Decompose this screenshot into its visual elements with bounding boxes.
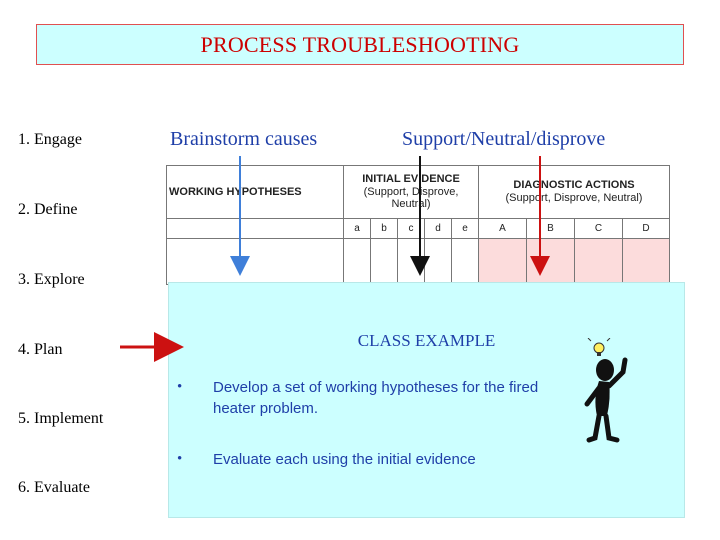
step-define: 2. Define xyxy=(18,201,78,218)
table-body-cell xyxy=(479,239,527,285)
action-col-C: C xyxy=(575,219,623,239)
col-working-hypotheses: WORKING HYPOTHESES xyxy=(166,165,344,219)
bullet-text-2: Evaluate each using the initial evidence xyxy=(213,451,476,468)
heading-support: Support/Neutral/disprove xyxy=(402,128,606,150)
step-implement: 5. Implement xyxy=(18,410,104,427)
class-example-panel: CLASS EXAMPLE • Develop a set of working… xyxy=(168,282,685,518)
diagnostic-actions-label: DIAGNOSTIC ACTIONS xyxy=(513,179,635,192)
title-banner: PROCESS TROUBLESHOOTING xyxy=(36,24,684,65)
evidence-col-b: b xyxy=(371,219,398,239)
panel-title: CLASS EXAMPLE xyxy=(357,331,496,350)
evidence-col-a: a xyxy=(344,219,371,239)
heading-brainstorm: Brainstorm causes xyxy=(170,128,318,150)
step-plan: 4. Plan xyxy=(18,341,63,358)
action-col-B: B xyxy=(527,219,575,239)
thinking-figure-icon xyxy=(584,338,628,443)
step-evaluate: 6. Evaluate xyxy=(18,479,90,496)
page-title: PROCESS TROUBLESHOOTING xyxy=(200,31,520,57)
bullet-marker: • xyxy=(177,451,183,467)
bullet-text-1: Develop a set of working hypotheses for … xyxy=(213,379,539,417)
working-hypotheses-subheader xyxy=(166,219,344,239)
action-col-A: A xyxy=(479,219,527,239)
bullet-marker: • xyxy=(177,379,183,395)
evidence-col-c: c xyxy=(398,219,425,239)
step-explore: 3. Explore xyxy=(18,271,85,288)
initial-evidence-label: INITIAL EVIDENCE xyxy=(362,173,460,186)
lightbulb-icon xyxy=(587,338,611,356)
action-col-D: D xyxy=(623,219,670,239)
step-engage: 1. Engage xyxy=(18,131,82,148)
evidence-col-d: d xyxy=(425,219,452,239)
evidence-col-e: e xyxy=(452,219,479,239)
table-body-cell xyxy=(623,239,670,285)
